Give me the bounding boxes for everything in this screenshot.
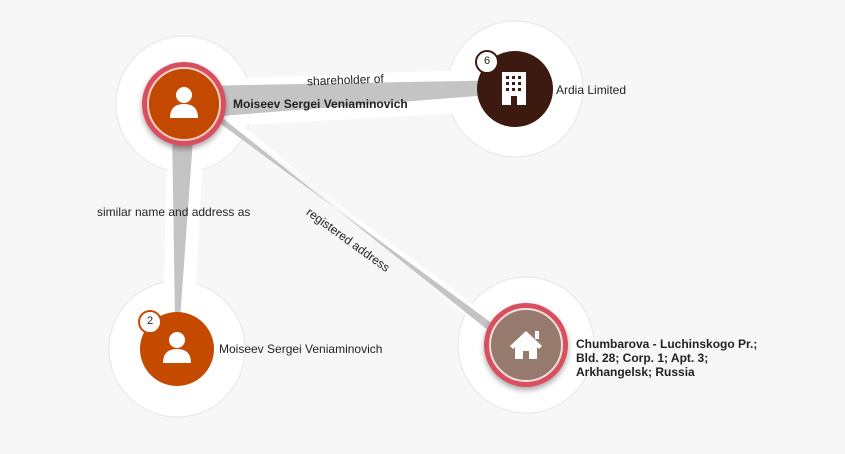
house-icon [510, 331, 542, 359]
edge-label-similar: similar name and address as [97, 205, 251, 219]
edge-band [200, 88, 535, 358]
badge-count [138, 310, 162, 334]
address-label[interactable]: Chumbarova - Luchinskogo Pr.; Bld. 28; C… [576, 337, 758, 379]
node-address[interactable] [484, 303, 568, 387]
similar-person-badge-count: 2 [146, 315, 154, 327]
edge-label-shareholder: shareholder of [306, 71, 384, 89]
edge-similar[interactable] [172, 125, 194, 320]
similar-person-label[interactable]: Moiseev Sergei Veniaminovich [219, 342, 383, 356]
edge-shareholder[interactable] [195, 80, 515, 118]
building-icon [502, 72, 526, 105]
person-icon [170, 87, 198, 118]
company-badge-count: 6 [483, 55, 491, 67]
company-label[interactable]: Ardia Limited [556, 83, 627, 97]
edge-registered[interactable] [200, 100, 512, 343]
main-person-label[interactable]: Moiseev Sergei Veniaminovich [233, 97, 408, 111]
badge-count [475, 50, 499, 74]
person-icon [163, 332, 191, 363]
